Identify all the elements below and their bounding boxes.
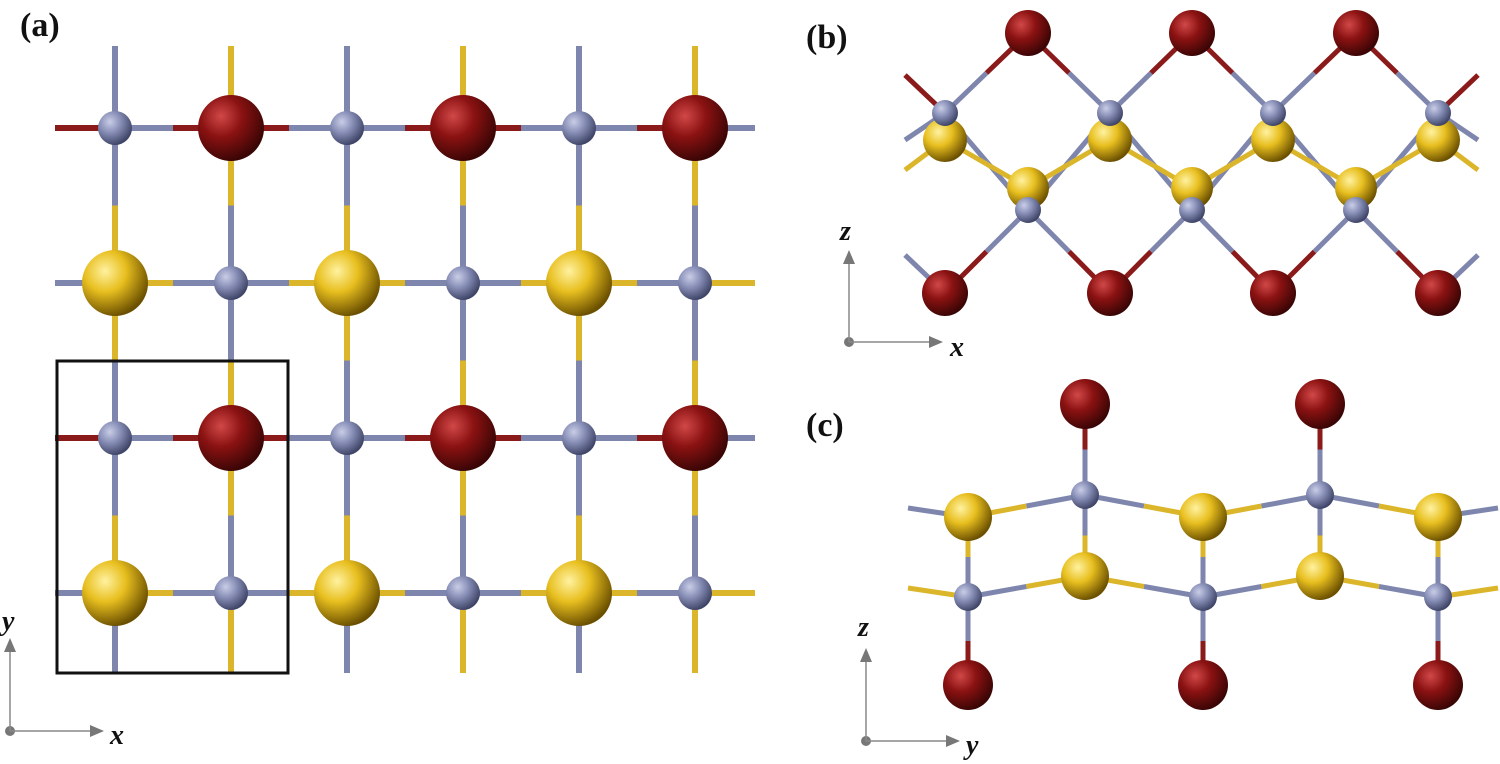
metal-atom xyxy=(98,111,132,145)
axis-z-label: z xyxy=(839,216,851,247)
dark-red-atom xyxy=(1005,10,1051,56)
axis-y-arrowhead xyxy=(4,638,16,652)
dark-red-atom xyxy=(1178,660,1228,710)
panel-c-axes: y z xyxy=(857,612,979,761)
metal-atom xyxy=(446,266,480,300)
yellow-atom xyxy=(546,560,612,626)
yellow-atom xyxy=(944,493,992,541)
metal-atom xyxy=(1015,197,1041,223)
metal-atom xyxy=(562,111,596,145)
yellow-atom xyxy=(546,250,612,316)
dark-red-atom xyxy=(1295,379,1345,429)
yellow-atom xyxy=(82,560,148,626)
metal-atom xyxy=(954,583,982,611)
axis-x-label: x xyxy=(949,332,964,363)
yellow-atom xyxy=(1007,167,1049,209)
metal-atom xyxy=(1071,481,1099,509)
yellow-atom xyxy=(1179,493,1227,541)
dark-red-atom xyxy=(1169,10,1215,56)
panel-a-top-view: (a) x y xyxy=(0,7,755,751)
metal-atom xyxy=(1097,100,1123,126)
axis-z-label: z xyxy=(857,612,869,643)
metal-atom xyxy=(1343,197,1369,223)
axis-z-arrowhead xyxy=(860,648,872,662)
yellow-atom xyxy=(1296,552,1344,600)
metal-atom xyxy=(1189,583,1217,611)
metal-atom xyxy=(932,100,958,126)
yellow-atom xyxy=(1061,552,1109,600)
metal-atom xyxy=(1306,481,1334,509)
dark-red-atom xyxy=(198,95,264,161)
yellow-atom xyxy=(1171,167,1213,209)
dark-red-atom xyxy=(430,95,496,161)
metal-atom xyxy=(562,421,596,455)
axis-y-arrowhead xyxy=(946,735,960,747)
dark-red-atom xyxy=(430,405,496,471)
metal-atom xyxy=(1425,100,1451,126)
metal-atom xyxy=(678,576,712,610)
metal-atom xyxy=(214,576,248,610)
panel-c-atoms xyxy=(943,379,1463,710)
axis-x-arrowhead xyxy=(90,725,104,737)
metal-atom xyxy=(1260,100,1286,126)
metal-atom xyxy=(214,266,248,300)
axis-y-label: y xyxy=(963,730,979,761)
panel-c-bonds xyxy=(907,404,1499,685)
dark-red-atom xyxy=(1333,10,1379,56)
metal-atom xyxy=(1424,583,1452,611)
panel-c-side-view-yz: (c) y z xyxy=(806,379,1499,761)
dark-red-atom xyxy=(1060,379,1110,429)
dark-red-atom xyxy=(662,405,728,471)
panel-c-label: (c) xyxy=(806,407,844,444)
dark-red-atom xyxy=(1413,660,1463,710)
dark-red-atom xyxy=(922,270,968,316)
dark-red-atom xyxy=(943,660,993,710)
panel-b-label: (b) xyxy=(806,19,848,56)
metal-atom xyxy=(446,576,480,610)
metal-atom xyxy=(678,266,712,300)
panel-b-side-view-xz: (b) x z xyxy=(806,10,1480,363)
axis-x-arrowhead xyxy=(929,336,943,348)
panel-b-bonds xyxy=(903,31,1480,295)
metal-atom xyxy=(330,111,364,145)
metal-atom xyxy=(1179,197,1205,223)
dark-red-atom xyxy=(662,95,728,161)
dark-red-atom xyxy=(1250,270,1296,316)
yellow-atom xyxy=(1335,167,1377,209)
panel-a-label: (a) xyxy=(20,7,60,44)
yellow-atom xyxy=(1251,118,1295,162)
panel-b-axes: x z xyxy=(839,216,964,363)
axis-y-label: y xyxy=(0,606,15,637)
yellow-atom xyxy=(314,560,380,626)
metal-atom xyxy=(98,421,132,455)
axis-x-label: x xyxy=(109,720,124,751)
yellow-atom xyxy=(1088,118,1132,162)
unit-cell-box xyxy=(55,359,290,675)
panel-a-axes: x y xyxy=(0,606,124,751)
yellow-atom xyxy=(82,250,148,316)
yellow-atom xyxy=(1414,493,1462,541)
yellow-atom xyxy=(923,118,967,162)
dark-red-atom xyxy=(1087,270,1133,316)
yellow-atom xyxy=(314,250,380,316)
dark-red-atom xyxy=(198,405,264,471)
panel-a-atoms xyxy=(82,95,728,626)
metal-atom xyxy=(330,421,364,455)
dark-red-atom xyxy=(1415,270,1461,316)
yellow-atom xyxy=(1416,118,1460,162)
panel-b-atoms xyxy=(922,10,1461,316)
axis-z-arrowhead xyxy=(843,250,855,264)
